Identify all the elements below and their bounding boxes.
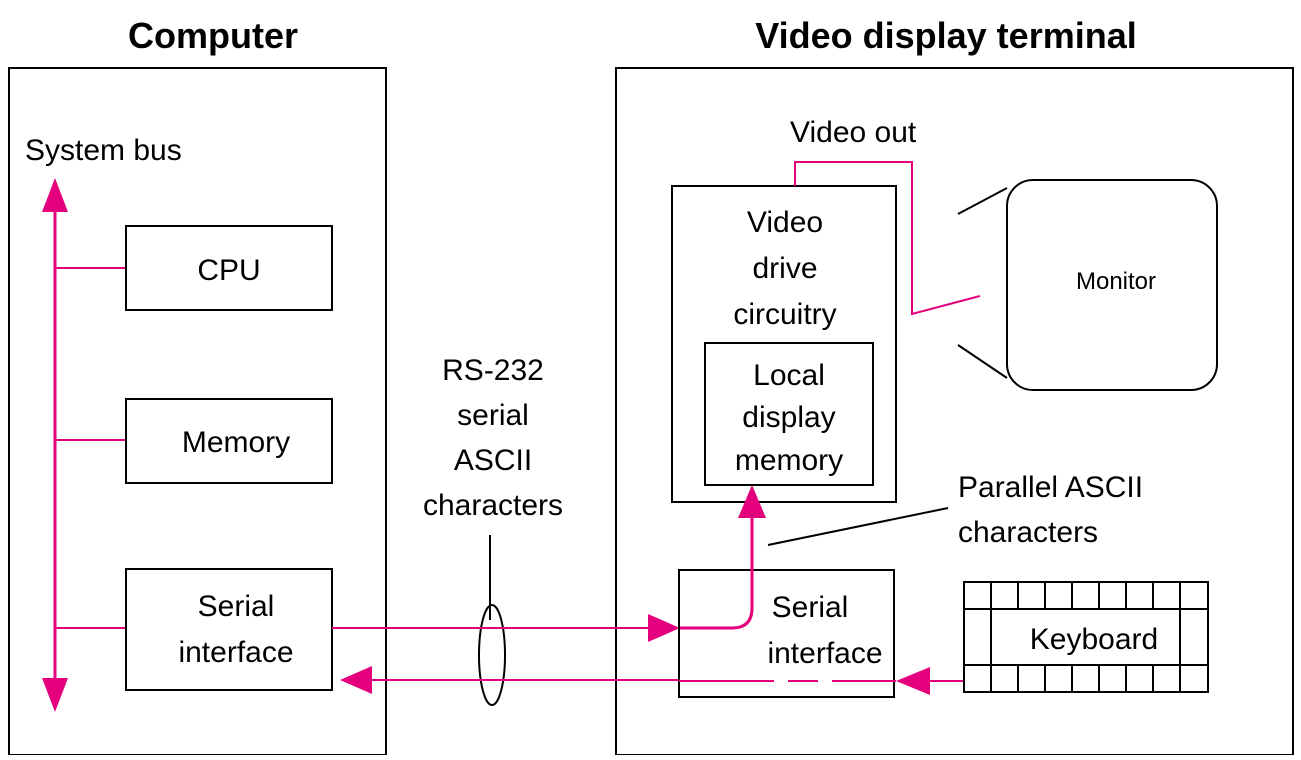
parallel-arrow: [738, 485, 766, 518]
local-memory-label-line3: memory: [735, 444, 843, 477]
system-bus-arrow-down: [42, 678, 68, 712]
rs232-label-line4: characters: [423, 489, 563, 522]
local-memory-label-line2: display: [742, 401, 835, 434]
cable-bundle-ellipse: [478, 604, 506, 706]
computer-serial-label-line2: interface: [178, 636, 293, 669]
video-drive-label-line1: Video: [747, 206, 823, 239]
keyboard-label: Keyboard: [1030, 623, 1158, 656]
local-display-memory-block: Local display memory: [704, 342, 874, 486]
terminal-serial-interface-block: Serial interface: [678, 569, 895, 698]
parallel-label-line2: characters: [958, 516, 1098, 549]
memory-block: Memory: [125, 398, 333, 484]
tx-arrow: [648, 614, 680, 642]
rs232-label-line3: ASCII: [454, 444, 532, 477]
terminal-serial-label-line2: interface: [767, 637, 882, 670]
terminal-title: Video display terminal: [755, 15, 1136, 56]
parallel-label-line1: Parallel ASCII: [958, 471, 1143, 504]
system-bus-arrow-up: [42, 178, 68, 212]
local-memory-label-line1: Local: [753, 359, 825, 392]
monitor-bezel-top: [957, 187, 1008, 215]
video-out-label: Video out: [790, 116, 917, 149]
parallel-callout-line: [767, 507, 949, 546]
computer-title: Computer: [128, 15, 298, 56]
parallel-path: [680, 510, 754, 630]
cpu-block: CPU: [125, 225, 333, 311]
rs232-label-line2: serial: [457, 399, 529, 432]
monitor-block: Monitor: [957, 179, 1218, 391]
computer-serial-label-line1: Serial: [198, 590, 275, 623]
rs232-label-line1: RS-232: [442, 354, 544, 387]
memory-label: Memory: [182, 426, 290, 459]
rx-arrow: [340, 666, 372, 694]
video-out-cable: [794, 161, 981, 316]
keyboard-block: Keyboard: [963, 581, 1209, 693]
computer-serial-interface-block: Serial interface: [125, 568, 333, 691]
video-drive-label-line3: circuitry: [733, 298, 836, 331]
video-drive-label-line2: drive: [752, 252, 817, 285]
cpu-label: CPU: [197, 254, 260, 287]
monitor-label: Monitor: [1076, 268, 1156, 295]
system-bus-label: System bus: [25, 134, 182, 167]
monitor-screen: [1006, 179, 1218, 391]
terminal-serial-label-line1: Serial: [772, 591, 849, 624]
keyboard-arrow: [896, 667, 930, 695]
monitor-bezel-bottom: [957, 344, 1008, 379]
